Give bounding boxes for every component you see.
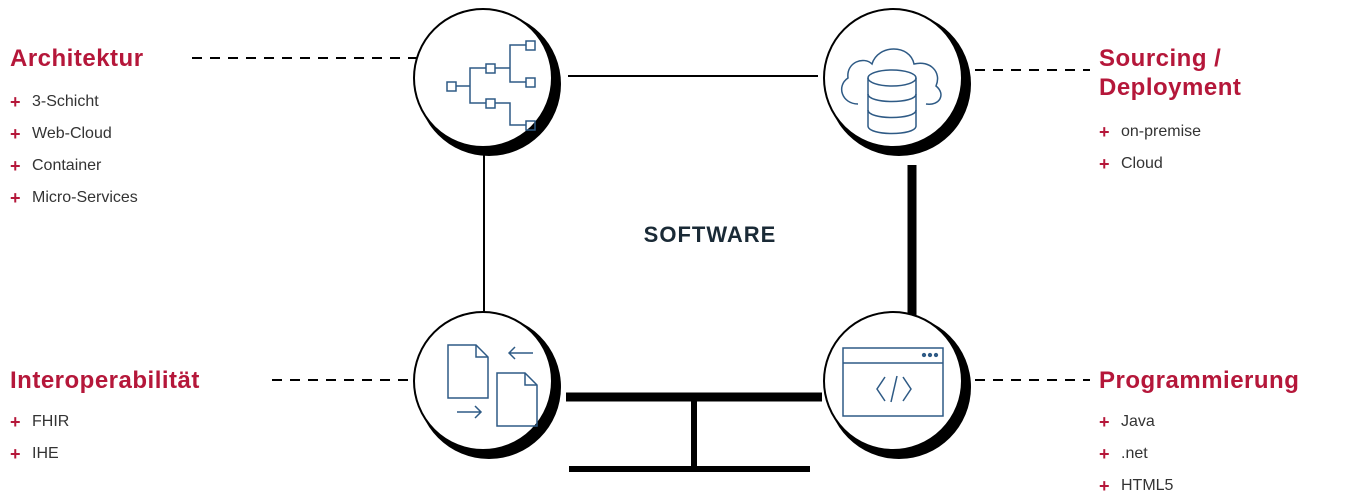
list-item-label: on-premise [1121, 123, 1202, 140]
plus-icon: + [10, 91, 21, 112]
list-item: + Web-Cloud [10, 118, 138, 150]
plus-icon: + [1099, 443, 1110, 464]
list-item: + IHE [10, 438, 69, 470]
list-item: + on-premise [1099, 116, 1201, 148]
list-item: + Java [1099, 406, 1173, 438]
list-item: + Micro-Services [10, 182, 138, 214]
programmierung-title: Programmierung [1099, 367, 1300, 394]
programmierung-list: + Java + .net + HTML5 [1099, 406, 1173, 502]
architektur-circle [413, 8, 561, 156]
code-window-icon [842, 347, 944, 417]
plus-icon: + [10, 155, 21, 176]
list-item: + Cloud [1099, 148, 1201, 180]
plus-icon: + [10, 411, 21, 432]
architektur-title: Architektur [10, 45, 144, 72]
list-item: + HTML5 [1099, 470, 1173, 502]
center-label: SOFTWARE [643, 222, 777, 247]
list-item-label: Web-Cloud [32, 125, 112, 142]
plus-icon: + [10, 187, 21, 208]
plus-icon: + [10, 123, 21, 144]
plus-icon: + [10, 443, 21, 464]
plus-icon: + [1099, 475, 1110, 496]
list-item-label: IHE [32, 445, 59, 462]
programmierung-circle [823, 311, 971, 459]
interoperabilitaet-title: Interoperabilität [10, 367, 200, 394]
sourcing-title: Sourcing / Deployment [1099, 44, 1241, 102]
plus-icon: + [1099, 411, 1110, 432]
list-item-label: HTML5 [1121, 477, 1174, 494]
cloud-database-icon [840, 48, 942, 135]
plus-icon: + [1099, 121, 1110, 142]
list-item-label: Micro-Services [32, 189, 138, 206]
list-item: + .net [1099, 438, 1173, 470]
list-item: + FHIR [10, 406, 69, 438]
sourcing-title-line2: Deployment [1099, 74, 1242, 101]
list-item: + Container [10, 150, 138, 182]
plus-icon: + [1099, 153, 1110, 174]
interoperabilitaet-list: + FHIR + IHE [10, 406, 69, 470]
document-exchange-icon [447, 344, 538, 427]
sourcing-circle [823, 8, 971, 156]
list-item-label: 3-Schicht [32, 93, 99, 110]
sourcing-title-line1: Sourcing / [1099, 45, 1222, 72]
list-item-label: FHIR [32, 413, 70, 430]
sourcing-list: + on-premise + Cloud [1099, 116, 1201, 180]
architektur-list: +3-Schicht + Web-Cloud + Container + Micro-… [10, 86, 138, 214]
list-item-label: Java [1121, 413, 1155, 430]
list-item: +3-Schicht [10, 86, 138, 118]
list-item-label: Container [32, 157, 102, 174]
list-item-label: .net [1121, 445, 1148, 462]
tree-network-icon [446, 40, 536, 131]
list-item-label: Cloud [1121, 155, 1163, 172]
